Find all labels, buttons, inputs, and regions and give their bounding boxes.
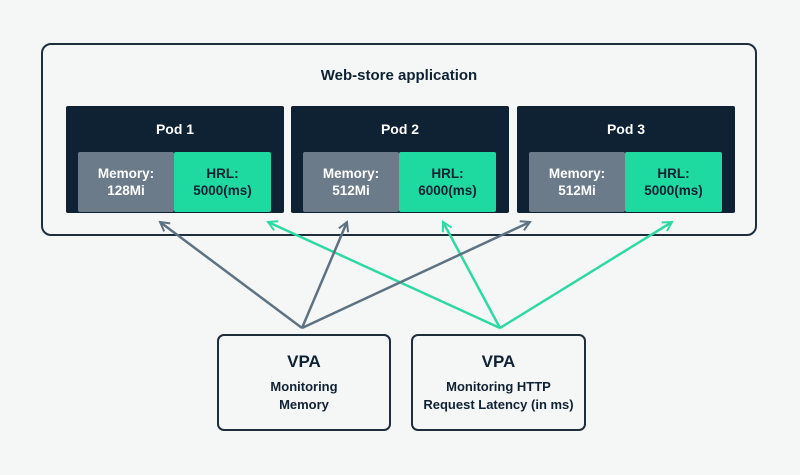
pod-1-memory: Memory: 128Mi <box>78 152 174 212</box>
hrl-value: 6000(ms) <box>418 183 477 198</box>
memory-value: 512Mi <box>558 183 596 198</box>
vpa-latency-box: VPA Monitoring HTTP Request Latency (in … <box>411 334 586 431</box>
pod-1-hrl: HRL: 5000(ms) <box>174 152 271 212</box>
pod-2-memory: Memory: 512Mi <box>303 152 399 212</box>
memory-arrow-pod-2 <box>300 222 347 329</box>
pod-3-hrl: HRL: 5000(ms) <box>625 152 722 212</box>
pod-1: Pod 1 Memory: 128Mi HRL: 5000(ms) <box>66 106 284 213</box>
latency-arrow-pod-1 <box>268 222 501 330</box>
memory-label: Memory: <box>548 166 606 181</box>
hrl-value: 5000(ms) <box>644 183 703 198</box>
pod-title: Pod 3 <box>606 121 646 137</box>
vpa-title: VPA <box>481 351 516 371</box>
vpa-title: VPA <box>287 351 321 371</box>
pod-title: Pod 1 <box>155 121 195 137</box>
pod-title: Pod 2 <box>380 121 420 137</box>
app-title: Web-store application <box>320 67 478 84</box>
pod-2-hrl: HRL: 6000(ms) <box>399 152 496 212</box>
vpa-description-line-1: Monitoring HTTP <box>446 378 551 394</box>
pod-3: Pod 3 Memory: 512Mi HRL: 5000(ms) <box>517 106 735 213</box>
latency-arrow-pod-2 <box>443 222 502 329</box>
vpa-description-line-2: Memory <box>279 396 329 412</box>
pod-2: Pod 2 Memory: 512Mi HRL: 6000(ms) <box>291 106 509 213</box>
memory-value: 512Mi <box>332 183 370 198</box>
vpa-description-line-2: Request Latency (in ms) <box>423 396 574 412</box>
memory-label: Memory: <box>322 166 380 181</box>
vpa-memory-box: VPA Monitoring Memory <box>217 334 391 431</box>
pod-3-memory: Memory: 512Mi <box>529 152 625 212</box>
memory-label: Memory: <box>97 166 155 181</box>
latency-arrow-pod-3 <box>499 222 672 330</box>
hrl-label: HRL: <box>206 166 239 181</box>
memory-arrow-pod-1 <box>160 222 303 330</box>
vpa-description-line-1: Monitoring <box>270 378 338 394</box>
hrl-label: HRL: <box>431 166 464 181</box>
memory-value: 128Mi <box>107 183 145 198</box>
hrl-label: HRL: <box>657 166 690 181</box>
hrl-value: 5000(ms) <box>193 183 252 198</box>
memory-arrow-pod-3 <box>301 222 530 330</box>
